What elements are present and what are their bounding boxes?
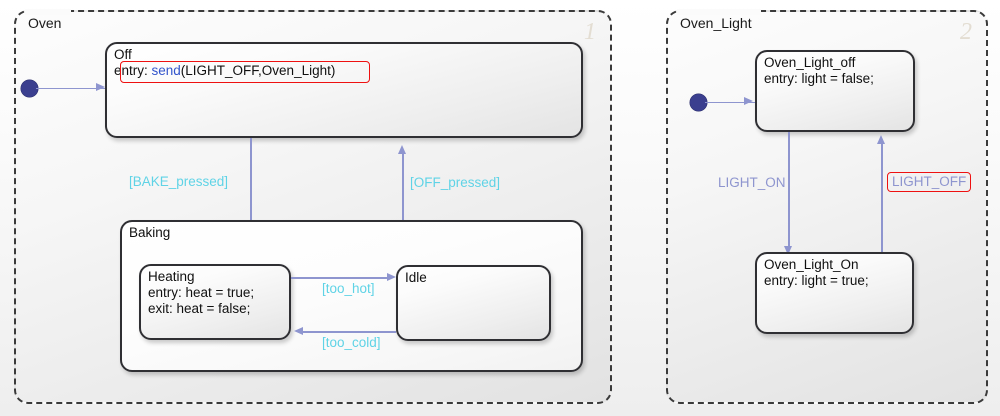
state-oven-light-off-entry-action: entry: light = false; (764, 71, 874, 86)
state-off-entry-args: (LIGHT_OFF,Oven_Light) (180, 63, 336, 78)
transition-label-off-pressed[interactable]: [OFF_pressed] (410, 175, 501, 190)
default-transition-line-oven (36, 87, 110, 90)
transition-arrowhead-light-on (783, 246, 792, 255)
state-oven-light-on[interactable]: Oven_Light_On entry: light = true; (755, 252, 914, 334)
transition-line-off-pressed[interactable] (402, 154, 404, 234)
state-heating-exit-action: exit: heat = false; (148, 301, 251, 316)
send-keyword: send (151, 63, 181, 78)
state-heating-entry-action: entry: heat = true; (148, 285, 255, 300)
parallel-state-oven-label: Oven (28, 15, 62, 31)
transition-label-bake-pressed[interactable]: [BAKE_pressed] (129, 174, 229, 189)
transition-line-too-hot[interactable] (291, 277, 390, 279)
state-heating[interactable]: Heating entry: heat = true; exit: heat =… (139, 264, 291, 340)
transition-line-too-cold[interactable] (302, 331, 396, 333)
state-idle[interactable]: Idle (396, 265, 551, 341)
state-baking-label: Baking (129, 225, 171, 240)
state-oven-light-off-label: Oven_Light_off (764, 55, 856, 70)
transition-label-too-cold[interactable]: [too_cold] (322, 335, 381, 350)
state-oven-light-on-entry-action: entry: light = true; (764, 273, 869, 288)
parallel-state-oven[interactable]: Oven 1 Off entry: send(LIGHT_OFF,Oven_Li… (14, 9, 612, 404)
state-baking[interactable]: Baking Heating entry: heat = true; exit:… (120, 220, 583, 372)
parallel-state-oven-light-label: Oven_Light (680, 15, 752, 31)
transition-line-light-on[interactable] (788, 132, 790, 250)
default-transition-arrowhead-oven (96, 83, 105, 91)
transition-arrowhead-light-off (876, 135, 885, 144)
default-transition-line-oven-light (705, 101, 757, 104)
label-notch (25, 9, 71, 15)
state-off[interactable]: Off entry: send(LIGHT_OFF,Oven_Light) (105, 42, 583, 138)
state-off-entry-prefix: entry: (114, 63, 152, 78)
transition-arrowhead-off-pressed (397, 145, 406, 154)
transition-arrowhead-too-hot (387, 272, 396, 281)
parallel-state-oven-light-order: 2 (960, 19, 972, 45)
default-transition-junction-oven-light (690, 94, 707, 111)
transition-label-light-off[interactable]: LIGHT_OFF (887, 172, 972, 192)
parallel-state-oven-order: 1 (584, 19, 596, 45)
transition-label-too-hot[interactable]: [too_hot] (322, 281, 375, 296)
state-idle-label: Idle (405, 270, 427, 285)
state-oven-light-on-label: Oven_Light_On (764, 257, 859, 272)
parallel-state-oven-light[interactable]: Oven_Light 2 Oven_Light_off entry: light… (666, 9, 988, 404)
transition-line-light-off[interactable] (881, 144, 883, 252)
state-off-entry-action: entry: send(LIGHT_OFF,Oven_Light) (114, 63, 335, 79)
transition-line-bake-pressed[interactable] (250, 138, 252, 264)
state-oven-light-off[interactable]: Oven_Light_off entry: light = false; (755, 50, 915, 132)
default-transition-junction-oven (21, 80, 38, 97)
label-notch (677, 9, 761, 15)
state-off-label: Off (114, 47, 132, 62)
default-transition-arrowhead-oven-light (744, 97, 753, 105)
transition-label-light-on[interactable]: LIGHT_ON (718, 175, 786, 190)
state-heating-label: Heating (148, 269, 195, 284)
transition-arrowhead-too-cold (294, 326, 303, 335)
